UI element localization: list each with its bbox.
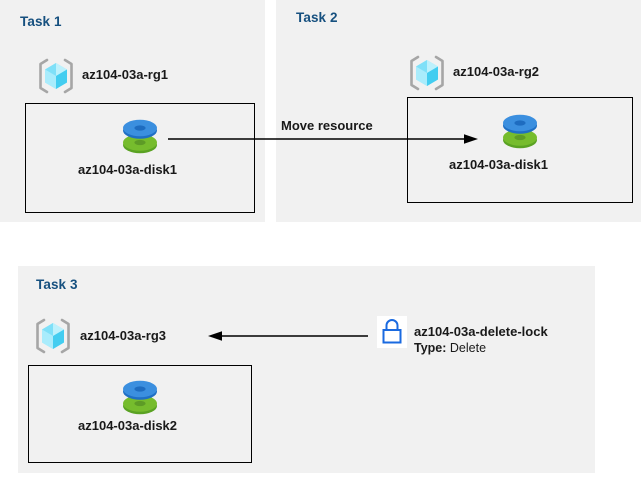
task-panel-task1 <box>0 0 265 222</box>
task-panel-title-task3: Task 3 <box>36 277 78 292</box>
resource-group-label-task1: az104-03a-rg1 <box>82 67 168 82</box>
delete-lock-type-label: Type: Delete <box>414 341 486 355</box>
lock-icon <box>377 316 407 348</box>
task-panel-task3 <box>18 266 595 473</box>
managed-disk-icon <box>497 108 543 152</box>
managed-disk-icon <box>117 113 163 157</box>
resource-group-box-task2 <box>407 97 633 203</box>
managed-disk-icon <box>117 374 163 418</box>
resource-label-task3-disk: az104-03a-disk2 <box>78 418 178 433</box>
resource-group-icon <box>407 53 447 93</box>
task-panel-title-task1: Task 1 <box>20 14 62 29</box>
delete-lock-name-label: az104-03a-delete-lock <box>414 324 548 339</box>
move-resource-arrow <box>168 134 478 144</box>
task-panel-task2 <box>276 0 641 222</box>
delete-lock-type-value: Delete <box>449 341 487 355</box>
resource-group-box-task3 <box>28 365 252 463</box>
resource-group-label-task2: az104-03a-rg2 <box>453 64 539 79</box>
resource-group-icon <box>33 316 73 356</box>
resource-label-task2-disk: az104-03a-disk1 <box>449 157 549 172</box>
resource-group-box-task1 <box>25 103 255 213</box>
delete-lock-type-key: Type: <box>414 341 447 355</box>
delete-lock-arrow <box>208 331 368 341</box>
resource-group-icon <box>36 56 76 96</box>
task-panel-title-task2: Task 2 <box>296 10 338 25</box>
resource-group-label-task3: az104-03a-rg3 <box>80 328 166 343</box>
move-resource-label: Move resource <box>281 118 373 133</box>
resource-label-task1-disk: az104-03a-disk1 <box>78 162 178 177</box>
